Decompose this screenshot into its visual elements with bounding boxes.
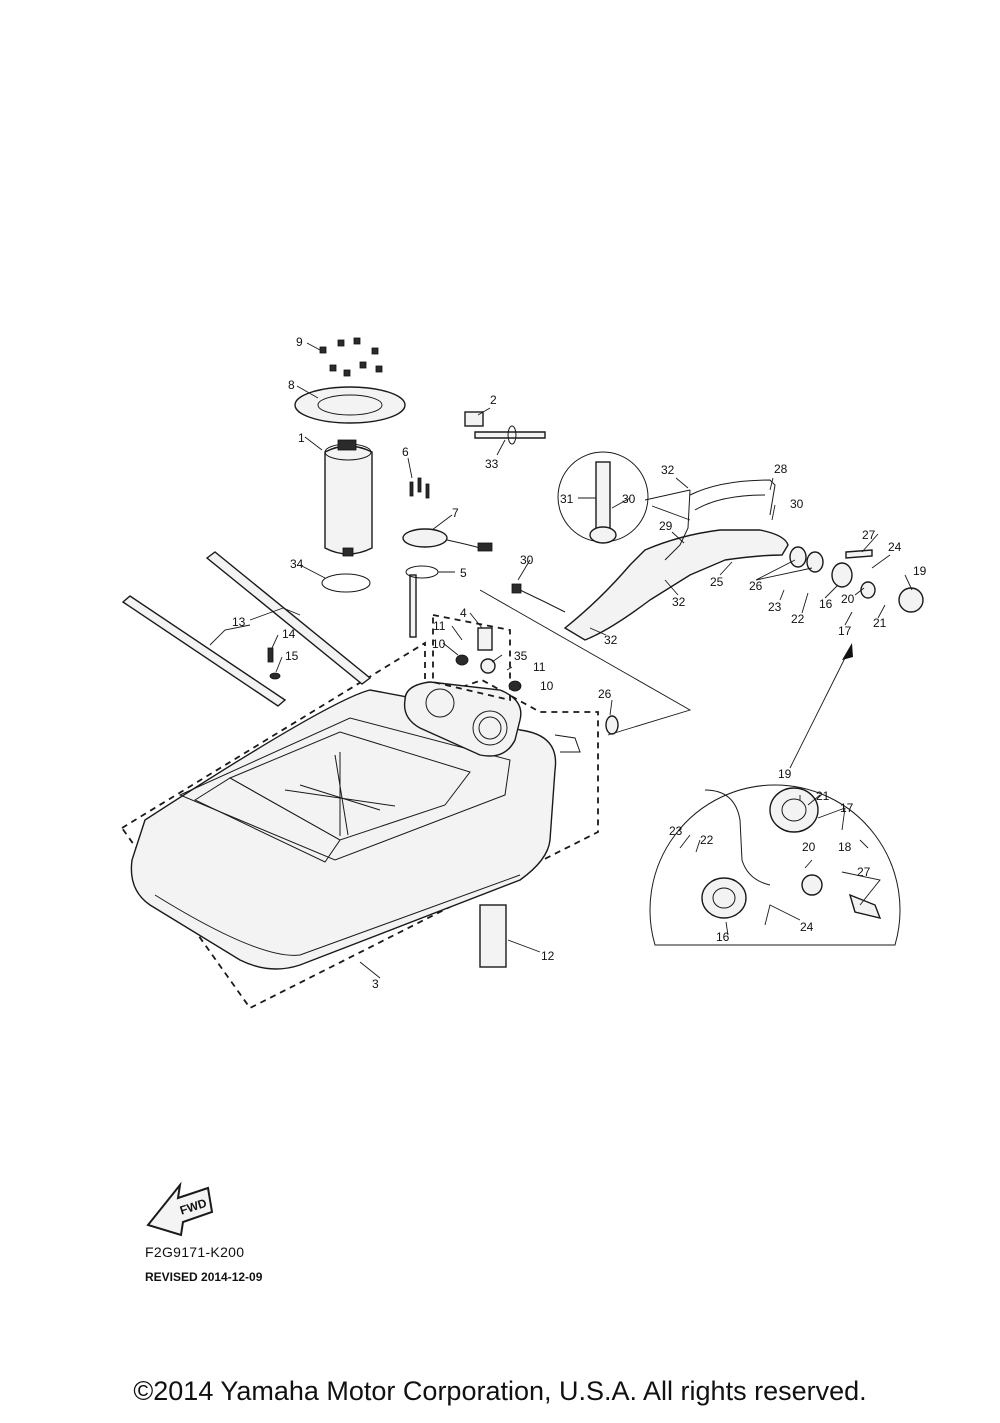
callout-24a: 24 bbox=[888, 540, 902, 554]
callouts: 1 2 3 4 5 6 7 8 9 10 10 11 11 12 13 14 1… bbox=[232, 335, 927, 991]
fwd-arrow: FWD bbox=[146, 1181, 214, 1237]
callout-22a: 22 bbox=[791, 612, 805, 626]
detail-arrow-head bbox=[842, 643, 853, 660]
callout-26a: 26 bbox=[749, 579, 763, 593]
callout-18: 18 bbox=[838, 840, 852, 854]
callout-8: 8 bbox=[288, 378, 295, 392]
callout-30c: 30 bbox=[520, 553, 534, 567]
callout-21a: 21 bbox=[873, 616, 887, 630]
fitting-clip bbox=[455, 654, 469, 666]
callout-26b: 26 bbox=[598, 687, 612, 701]
callout-10a: 10 bbox=[432, 637, 446, 651]
callout-34: 34 bbox=[290, 557, 304, 571]
callout-22b: 22 bbox=[700, 833, 714, 847]
callout-32b: 32 bbox=[672, 595, 686, 609]
callout-29: 29 bbox=[659, 519, 673, 533]
callout-23a: 23 bbox=[768, 600, 782, 614]
callout-17b: 17 bbox=[840, 801, 854, 815]
callout-4: 4 bbox=[460, 606, 467, 620]
fuel-tank bbox=[130, 681, 581, 970]
sender-gasket bbox=[405, 565, 439, 579]
fitting-detail-boundary bbox=[432, 613, 511, 702]
callout-16a: 16 bbox=[819, 597, 833, 611]
callout-14: 14 bbox=[282, 627, 296, 641]
nut bbox=[464, 411, 484, 427]
callout-30b: 30 bbox=[790, 497, 804, 511]
fuel-sender bbox=[402, 528, 493, 638]
callout-2: 2 bbox=[490, 393, 497, 407]
callout-20a: 20 bbox=[841, 592, 855, 606]
callout-27b: 27 bbox=[857, 865, 871, 879]
callout-31: 31 bbox=[560, 492, 574, 506]
pump-gasket bbox=[321, 573, 371, 593]
warning-label bbox=[479, 904, 507, 968]
callout-17a: 17 bbox=[838, 624, 852, 638]
hose-clamps bbox=[605, 546, 824, 735]
callout-33: 33 bbox=[485, 457, 499, 471]
ring-bolts bbox=[319, 337, 383, 377]
callout-24b: 24 bbox=[800, 920, 814, 934]
callout-7: 7 bbox=[452, 506, 459, 520]
callout-16b: 16 bbox=[716, 930, 730, 944]
filler-cap-detail-circle bbox=[649, 784, 901, 946]
filler-cap-detail bbox=[701, 787, 882, 919]
callout-15: 15 bbox=[285, 649, 299, 663]
callout-19b: 19 bbox=[778, 767, 792, 781]
sender-screws bbox=[409, 477, 430, 499]
callout-20b: 20 bbox=[802, 840, 816, 854]
callout-28: 28 bbox=[774, 462, 788, 476]
filler-hose bbox=[563, 479, 789, 641]
vent-hose bbox=[511, 583, 566, 613]
fitting-grommet bbox=[480, 658, 496, 674]
revised-date: REVISED 2014-12-09 bbox=[145, 1270, 263, 1284]
filler-neck-parts bbox=[831, 549, 924, 613]
callout-19a: 19 bbox=[913, 564, 927, 578]
callout-9: 9 bbox=[296, 335, 303, 349]
callout-23b: 23 bbox=[669, 824, 683, 838]
fuel-fitting bbox=[477, 627, 493, 651]
callout-27a: 27 bbox=[862, 528, 876, 542]
callout-35: 35 bbox=[514, 649, 528, 663]
rail-bolt bbox=[267, 647, 274, 663]
callout-25: 25 bbox=[710, 575, 724, 589]
tank-rails bbox=[121, 551, 372, 707]
callout-11a: 11 bbox=[433, 619, 446, 633]
callout-3: 3 bbox=[372, 977, 379, 991]
callout-1: 1 bbox=[298, 431, 305, 445]
part-code: F2G9171-K200 bbox=[145, 1244, 245, 1260]
through-bolt bbox=[474, 431, 546, 439]
leader-lines bbox=[209, 342, 913, 979]
callout-11b: 11 bbox=[533, 660, 546, 674]
detail-arrow-line bbox=[789, 651, 849, 769]
callout-32c: 32 bbox=[604, 633, 618, 647]
rail-washer bbox=[269, 672, 281, 680]
fuel-pump bbox=[324, 439, 373, 557]
callout-6: 6 bbox=[402, 445, 409, 459]
copyright-notice: ©2014 Yamaha Motor Corporation, U.S.A. A… bbox=[133, 1376, 867, 1406]
pump-ring bbox=[294, 386, 406, 424]
callout-21b: 21 bbox=[816, 789, 830, 803]
tank-assembly-boundary bbox=[120, 641, 599, 1010]
callout-13: 13 bbox=[232, 615, 246, 629]
callout-5: 5 bbox=[460, 566, 467, 580]
callout-10b: 10 bbox=[540, 679, 554, 693]
callout-12: 12 bbox=[541, 949, 555, 963]
callout-30a: 30 bbox=[622, 492, 636, 506]
callout-32a: 32 bbox=[661, 463, 675, 477]
